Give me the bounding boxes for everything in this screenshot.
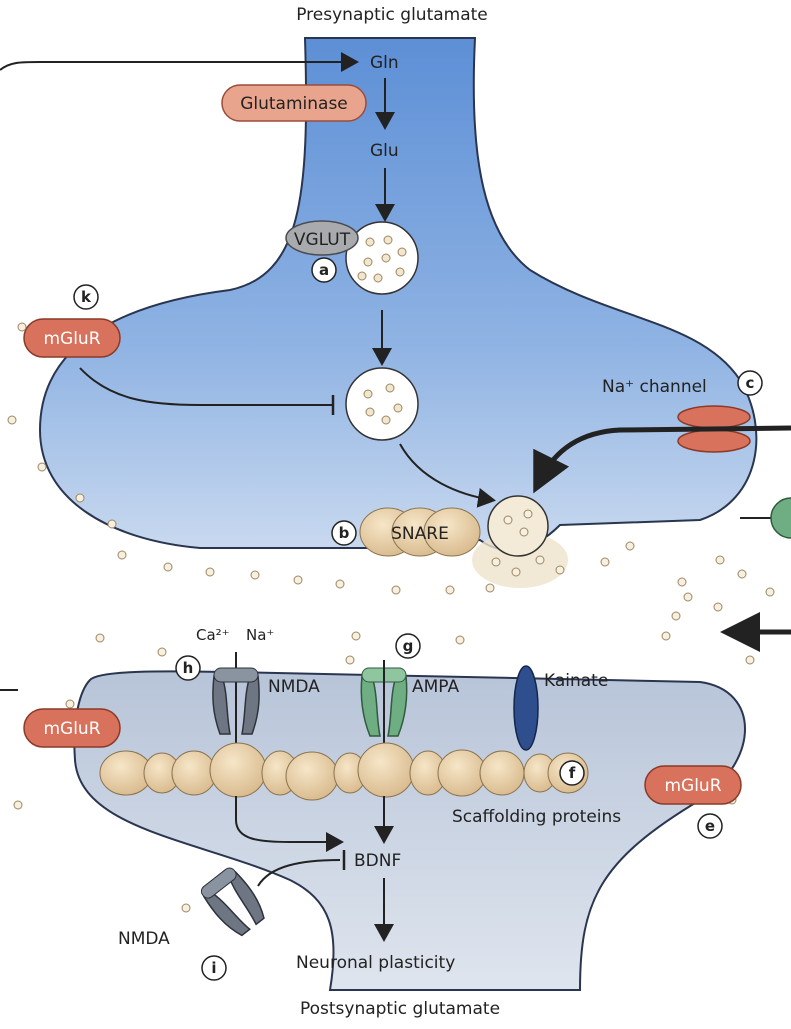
svg-text:a: a [319, 261, 329, 279]
nmda-label: NMDA [268, 677, 320, 697]
nmda-receptor [212, 667, 260, 735]
scaffolding-proteins [99, 742, 589, 801]
nmda-lower-inhibition [257, 859, 341, 887]
title-postsynaptic: Postsynaptic glutamate [300, 999, 500, 1019]
nmda-lower-label: NMDA [118, 929, 170, 949]
depolarization-arrow [533, 425, 791, 494]
mglur-presynaptic-label: mGluR [43, 329, 100, 349]
svg-text:c: c [746, 374, 755, 392]
mglur-presynaptic [23, 318, 121, 358]
fusing-vesicle [487, 495, 549, 557]
vesicle-glutamate-dots [357, 235, 407, 283]
title-presynaptic: Presynaptic glutamate [296, 5, 488, 25]
tag-e [697, 813, 723, 839]
svg-text:h: h [183, 659, 194, 677]
mglur-right-label: mGluR [664, 776, 721, 796]
ca-ion-label: Ca²⁺ [196, 626, 230, 644]
ampa-label: AMPA [412, 677, 459, 697]
nmda-receptor-lower [200, 867, 265, 937]
snare-complex [359, 507, 481, 557]
svg-text:k: k [81, 288, 92, 306]
mglur-postsynaptic-right [644, 765, 742, 805]
fusing-vesicle-dots [491, 509, 545, 577]
presynaptic-terminal [38, 37, 758, 551]
vglut-transporter [285, 220, 359, 256]
postsynaptic-spine [73, 670, 746, 991]
mglur-postsynaptic-left [23, 708, 121, 748]
tag-c [737, 370, 763, 396]
glutaminase-label: Glutaminase [240, 94, 348, 114]
svg-text:g: g [403, 637, 414, 655]
tag-k [73, 284, 99, 310]
kainate-receptor [513, 665, 539, 751]
svg-text:b: b [339, 524, 350, 542]
na-channel-label: Na⁺ channel [602, 377, 707, 397]
gln-input-arrow [0, 52, 359, 72]
snare-label: SNARE [391, 524, 449, 544]
plasticity-label: Neuronal plasticity [296, 953, 455, 973]
kainate-label: Kainate [544, 671, 608, 691]
tag-b [331, 520, 357, 546]
docking-vesicle [345, 367, 419, 441]
glutaminase-enzyme [221, 84, 367, 122]
tag-f [559, 760, 585, 786]
bdnf-label: BDNF [354, 851, 401, 871]
na-channel [677, 405, 751, 453]
glial-receptor [770, 497, 791, 539]
tag-h [175, 655, 201, 681]
tag-g [395, 633, 421, 659]
cleft-glutamate-dots [7, 322, 775, 913]
mglur-inhibition-line [79, 367, 332, 406]
svg-text:e: e [705, 817, 715, 835]
nmda-to-bdnf-arrow [235, 796, 344, 852]
scaffolding-label: Scaffolding proteins [452, 807, 621, 827]
mglur-left-label: mGluR [43, 719, 100, 739]
svg-text:i: i [211, 959, 216, 977]
vesicle-to-snare-arrow [399, 443, 496, 508]
vglut-label: VGLUT [294, 230, 351, 250]
docking-vesicle-dots [363, 383, 403, 425]
tag-i [201, 955, 227, 981]
glu-label: Glu [370, 141, 399, 161]
na-ion-label: Na⁺ [246, 626, 274, 644]
gln-label: Gln [370, 53, 399, 73]
tag-a [311, 257, 337, 283]
svg-text:f: f [569, 764, 576, 782]
